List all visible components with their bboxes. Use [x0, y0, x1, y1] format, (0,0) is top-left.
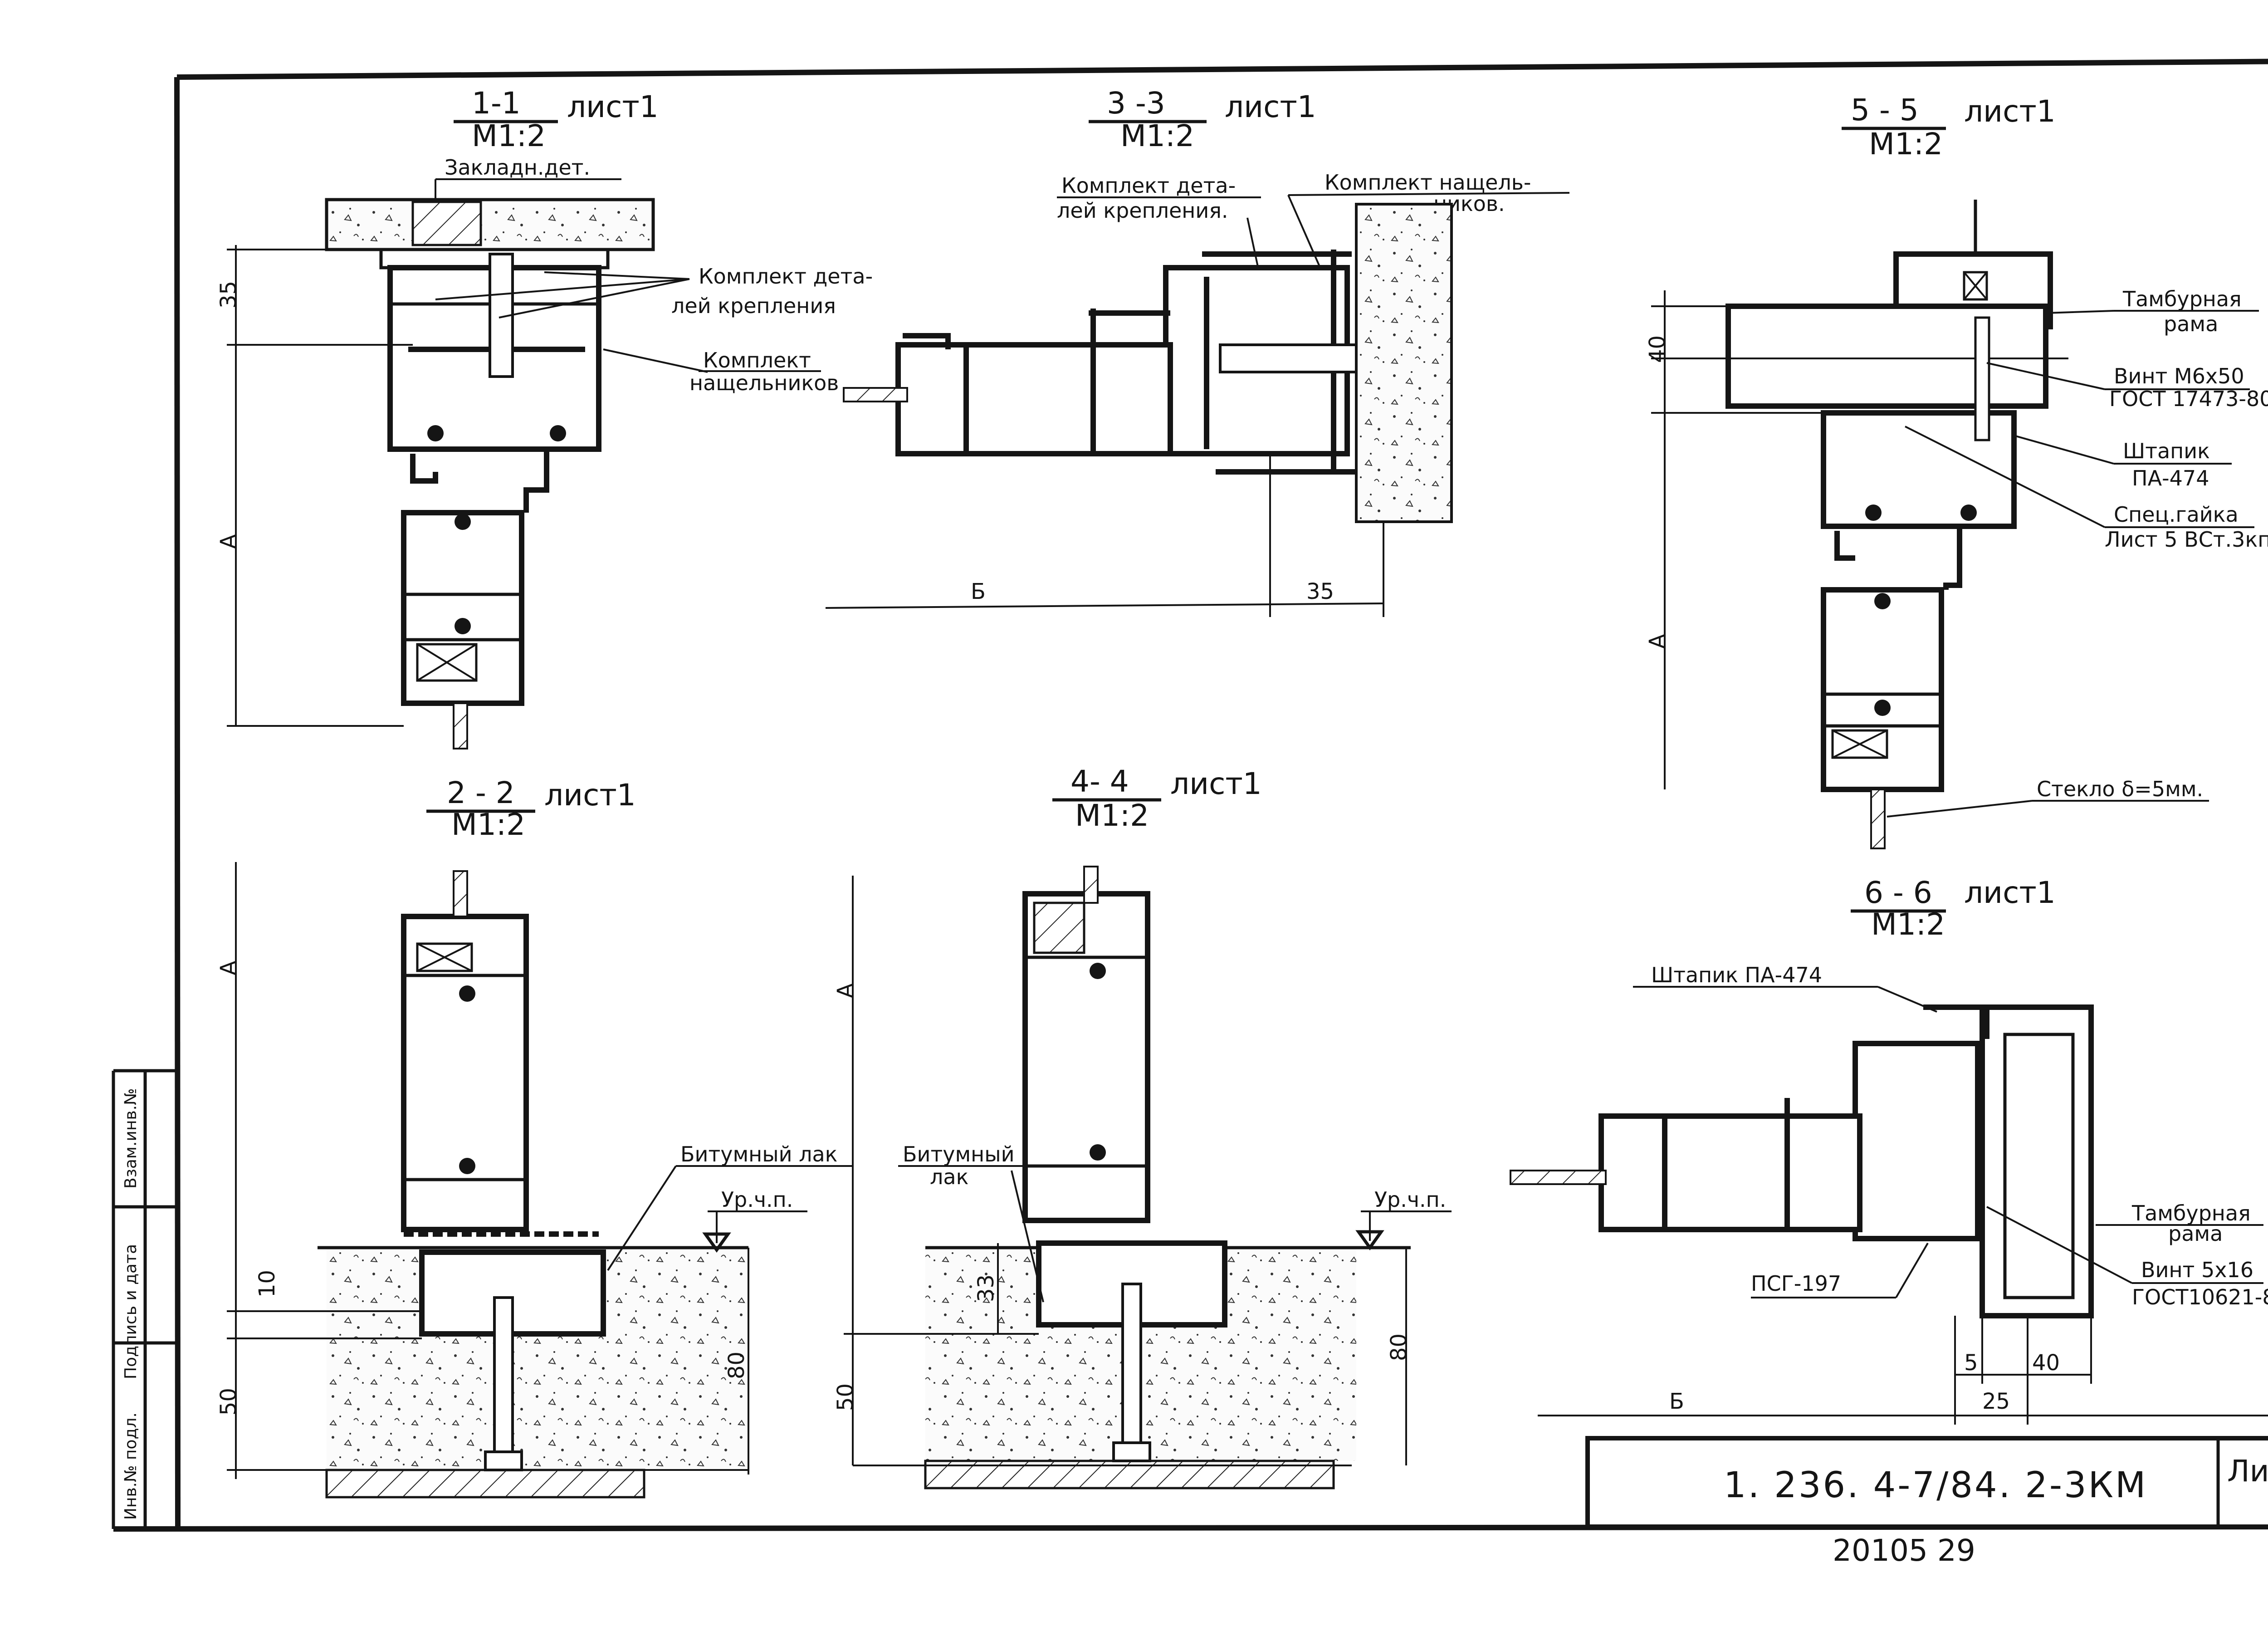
label-komplekt-detaley-2: лей крепления	[671, 294, 836, 318]
section-4-4-sheet: лист1	[1170, 766, 1262, 801]
label-zaklad: Закладн.дет.	[445, 155, 590, 180]
section-2-2-number: 2 - 2	[447, 775, 515, 810]
dim-50-4-4: 50	[833, 1383, 858, 1411]
wall-3-3	[1355, 203, 1453, 523]
side-inv-podl: Инв.№ подл.	[122, 1412, 140, 1520]
anchor-2-2	[493, 1296, 514, 1467]
section-6-6-sheet: лист1	[1964, 875, 2056, 910]
dim-b-3-3: Б	[971, 579, 986, 604]
dim-35-1-1: 35	[216, 281, 241, 309]
sash-profile-5-5	[1821, 587, 1944, 792]
label-vint66-2: ГОСТ10621-8	[2132, 1285, 2268, 1309]
section-5-5-scale: М1:2	[1869, 127, 1943, 162]
label-ur-4-4: Ур.ч.п.	[1374, 1187, 1446, 1212]
dim-5-6-6: 5	[1964, 1350, 1978, 1376]
title-block-code: 1. 236. 4-7/84. 2-3КМ	[1724, 1465, 2147, 1506]
side-podpis: Подпись и дата	[122, 1244, 140, 1379]
label-vint66-1: Винт 5х16	[2141, 1258, 2253, 1282]
section-6-6-number: 6 - 6	[1864, 875, 1932, 910]
section-1-1-number: 1-1	[472, 86, 521, 121]
label-komplekt-nash-1: Комплект	[703, 348, 811, 372]
dim-40-5-5: 40	[1645, 335, 1670, 363]
section-5-5: 5 - 5 М1:2 лист1 Тамбурная рама В	[1645, 93, 2268, 849]
section-2-2-scale: М1:2	[451, 807, 525, 842]
dim-25-6-6: 25	[1982, 1389, 2010, 1414]
title-block: 1. 236. 4-7/84. 2-3КМ Ли	[1585, 1436, 2268, 1529]
label-psg: ПСГ-197	[1751, 1271, 1841, 1296]
section-4-4-scale: М1:2	[1075, 798, 1149, 833]
dim-33-4-4: 33	[973, 1274, 999, 1302]
dim-80-4-4: 80	[1386, 1333, 1412, 1361]
label-bitum-4-4-2: лак	[930, 1165, 968, 1189]
dim-a-2-2: А	[216, 960, 241, 975]
label-komplekt-detaley-1: Комплект дета-	[699, 264, 873, 289]
label-tamb-2: рама	[2164, 312, 2218, 336]
dim-80-2-2: 80	[724, 1352, 749, 1379]
dim-35-3-3: 35	[1306, 579, 1334, 604]
section-5-5-number: 5 - 5	[1851, 93, 1919, 127]
dim-40-6-6: 40	[2032, 1350, 2060, 1376]
footer-number: 20105 29	[1833, 1533, 1975, 1568]
side-stamp: Инв.№ подл. Подпись и дата Взам.инв.№	[122, 1088, 140, 1520]
section-2-2-sheet: лист1	[544, 778, 636, 813]
sash-profile-6-6	[1598, 1113, 1862, 1232]
label-komplekt-nash-2: нащельников	[689, 371, 839, 395]
section-2-2: 2 - 2 М1:2 лист1 Битумный лак Ур.ч.п.	[216, 775, 853, 1499]
label-k33-det-1: Комплект дета-	[1061, 173, 1236, 198]
dim-10-2-2: 10	[254, 1270, 280, 1298]
label-vint-2: ГОСТ 17473-80	[2109, 387, 2268, 411]
section-4-4-number: 4- 4	[1070, 764, 1129, 799]
section-3-3-scale: М1:2	[1120, 118, 1194, 153]
section-5-5-sheet: лист1	[1964, 94, 2056, 129]
label-bitum-4-4-1: Битумный	[903, 1142, 1014, 1166]
dim-a-4-4: А	[833, 983, 858, 998]
section-6-6-scale: М1:2	[1871, 907, 1945, 942]
label-spec-1: Спец.гайка	[2114, 502, 2239, 527]
label-tamb66-2: рама	[2168, 1221, 2223, 1246]
label-shtapik-2: ПА-474	[2132, 466, 2209, 490]
label-k33-nash-1: Комплект нащель-	[1325, 170, 1531, 195]
side-vzam: Взам.инв.№	[122, 1088, 140, 1189]
label-shtapik-1: Штапик	[2123, 439, 2210, 463]
dim-b-6-6: Б	[1669, 1389, 1684, 1414]
label-spec-2: Лист 5 ВСт.3кп2	[2105, 527, 2268, 552]
label-bitum-2-2: Битумный лак	[680, 1142, 837, 1166]
section-1-1-sheet: лист1	[567, 89, 659, 124]
title-block-sheet-mark: Ли	[2227, 1454, 2268, 1489]
section-1-1: 1-1 М1:2 лист1 Закладн.дет.	[216, 86, 873, 750]
label-steklo: Стекло δ=5мм.	[2037, 777, 2203, 801]
tambour-frame-5-5	[1725, 304, 2048, 409]
bolt-3-3	[1219, 343, 1358, 373]
dim-50-2-2: 50	[216, 1388, 241, 1416]
label-ur-2-2: Ур.ч.п.	[721, 1187, 793, 1212]
label-tamb-1: Тамбурная	[2122, 287, 2242, 311]
section-6-6: 6 - 6 М1:2 лист1 Штапик ПА-474 ПСГ-197 Т…	[1510, 875, 2268, 1425]
label-tamb66-1: Тамбурная	[2131, 1201, 2251, 1225]
sash-profile-3-3	[895, 342, 1173, 456]
label-shtapik-6-6: Штапик ПА-474	[1651, 963, 1822, 987]
slab-1-1	[325, 198, 655, 251]
frame-profile-6-6	[1853, 1041, 1980, 1241]
section-3-3-number: 3 -3	[1107, 86, 1165, 121]
dim-a-5-5: А	[1645, 634, 1670, 649]
section-4-4: 4- 4 М1:2 лист1 Битумный лак Ур.ч.п.	[833, 764, 1452, 1489]
anchor-4-4	[1121, 1283, 1142, 1458]
label-k33-det-2: лей крепления.	[1057, 198, 1228, 223]
section-3-3-sheet: лист1	[1225, 89, 1316, 124]
sheet-frame	[112, 59, 2268, 1532]
label-vint-1: Винт М6х50	[2114, 364, 2244, 388]
section-1-1-scale: М1:2	[472, 118, 546, 153]
dim-a-1-1: А	[216, 534, 241, 549]
section-3-3: 3 -3 М1:2 лист1 Комплект дета- лей крепл…	[825, 86, 1570, 617]
